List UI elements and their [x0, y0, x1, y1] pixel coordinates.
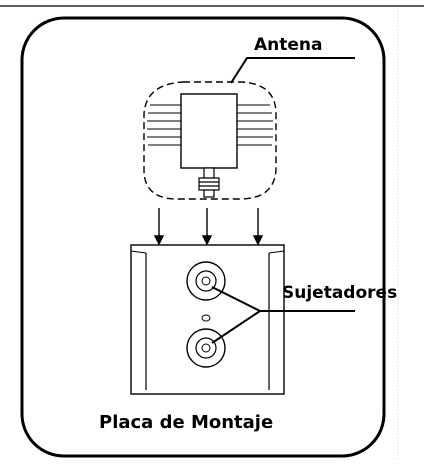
center-hole	[201, 314, 211, 322]
fastener-leader-lines	[211, 286, 355, 344]
upper-fastener	[186, 261, 226, 301]
fasteners-label: Sujetadores	[282, 283, 397, 303]
antenna-leader-line	[230, 57, 355, 84]
assembly-arrows	[153, 208, 264, 246]
antenna-connector	[198, 167, 220, 198]
antenna-fins	[147, 104, 273, 146]
lower-fastener	[186, 328, 226, 368]
mounting-plate-label: Placa de Montaje	[99, 412, 273, 433]
antenna-label: Antena	[254, 35, 323, 55]
antenna-body	[180, 93, 238, 169]
antenna-outline	[143, 81, 277, 200]
diagram-frame	[20, 16, 386, 458]
